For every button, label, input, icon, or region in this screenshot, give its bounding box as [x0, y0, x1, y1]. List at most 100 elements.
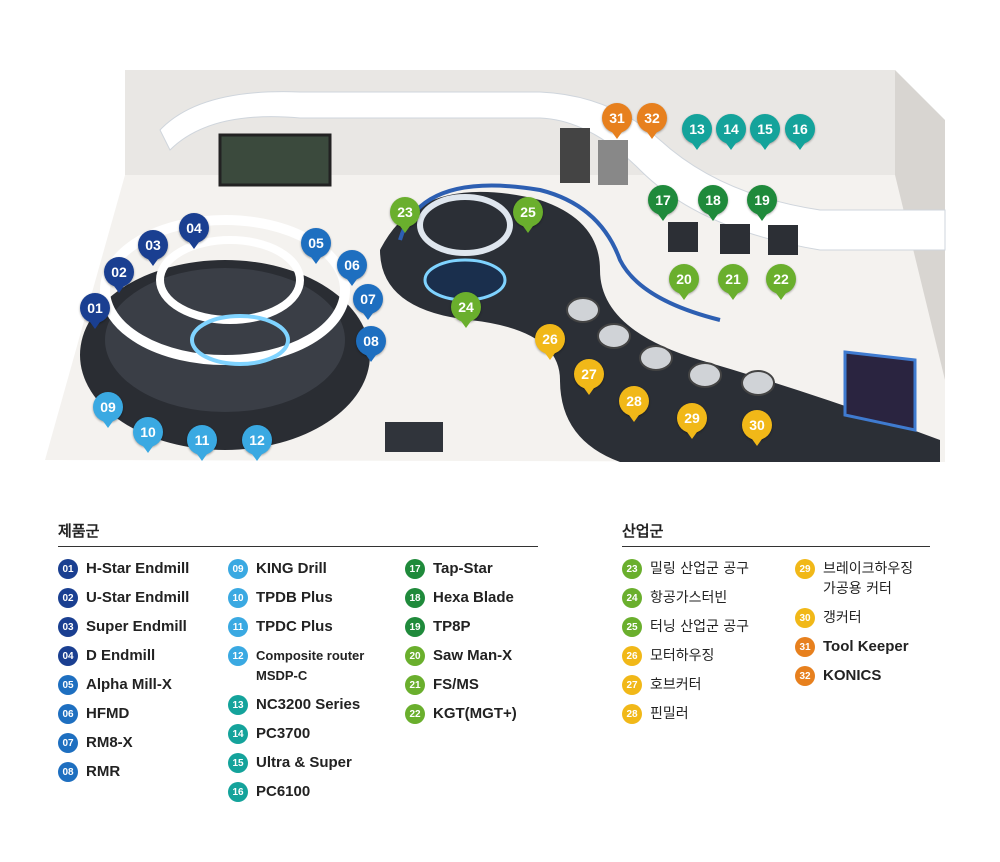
legend-label-06: HFMD	[86, 704, 129, 724]
map-pin-31[interactable]: 31	[602, 103, 632, 139]
map-pin-21[interactable]: 21	[718, 264, 748, 300]
legend-label-26: 모터하우징	[650, 646, 714, 666]
legend-label-24: 항공가스터빈	[650, 588, 727, 608]
legend-badge-23: 23	[622, 559, 642, 579]
legend-label-text: 항공가스터빈	[650, 590, 728, 606]
legend-label-19: TP8P	[433, 617, 471, 637]
legend-label-17: Tap-Star	[433, 559, 493, 579]
map-pin-05[interactable]: 05	[301, 228, 331, 264]
legend-label-text: Super Endmill	[86, 618, 187, 635]
legend-item-21: 21 FS/MS	[405, 675, 517, 695]
map-pin-01[interactable]: 01	[80, 293, 110, 329]
map-pin-30[interactable]: 30	[742, 410, 772, 446]
legend-label-03: Super Endmill	[86, 617, 187, 637]
legend-badge-18: 18	[405, 588, 425, 608]
map-pin-12[interactable]: 12	[242, 425, 272, 461]
map-pin-27[interactable]: 27	[574, 359, 604, 395]
map-pin-09[interactable]: 09	[93, 392, 123, 428]
legend-item-23: 23 밀링 산업군 공구	[622, 559, 749, 579]
legend-label-11: TPDC Plus	[256, 617, 333, 637]
legend-label-02: U-Star Endmill	[86, 588, 189, 608]
legend-item-17: 17 Tap-Star	[405, 559, 517, 579]
map-pin-10[interactable]: 10	[133, 417, 163, 453]
map-pin-07[interactable]: 07	[353, 284, 383, 320]
map-pin-16[interactable]: 16	[785, 114, 815, 150]
map-pin-26[interactable]: 26	[535, 324, 565, 360]
map-pin-02[interactable]: 02	[104, 257, 134, 293]
legend-badge-13: 13	[228, 695, 248, 715]
legend-label-text: KONICS	[823, 667, 882, 684]
legend-label-04: D Endmill	[86, 646, 155, 666]
map-pin-06[interactable]: 06	[337, 250, 367, 286]
map-pin-24[interactable]: 24	[451, 292, 481, 328]
legend-badge-10: 10	[228, 588, 248, 608]
map-pin-19[interactable]: 19	[747, 185, 777, 221]
legend-badge-09: 09	[228, 559, 248, 579]
map-pin-25[interactable]: 25	[513, 197, 543, 233]
map-pin-03[interactable]: 03	[138, 230, 168, 266]
map-pin-22[interactable]: 22	[766, 264, 796, 300]
map-pin-04[interactable]: 04	[179, 213, 209, 249]
legend-label-01: H-Star Endmill	[86, 559, 189, 579]
legend-label-25: 터닝 산업군 공구	[650, 617, 749, 637]
legend-label-text: U-Star Endmill	[86, 589, 190, 606]
legend-label-text-line2: 가공용 커터	[823, 581, 892, 597]
legend-label-text: D Endmill	[86, 647, 156, 664]
legend-label-text: 밀링 산업군 공구	[650, 561, 750, 577]
legend-label-16: PC6100	[256, 782, 310, 802]
map-pin-28[interactable]: 28	[619, 386, 649, 422]
legend-label-18: Hexa Blade	[433, 588, 514, 608]
legend-badge-29: 29	[795, 559, 815, 579]
legend-badge-25: 25	[622, 617, 642, 637]
legend-label-text: Tap-Star	[433, 560, 493, 577]
map-pin-08[interactable]: 08	[356, 326, 386, 362]
legend-badge-04: 04	[58, 646, 78, 666]
map-pin-29[interactable]: 29	[677, 403, 707, 439]
map-pin-14[interactable]: 14	[716, 114, 746, 150]
legend-label-text: KGT(MGT+)	[433, 705, 517, 722]
legend-label-32: KONICS	[823, 666, 881, 686]
map-pin-13[interactable]: 13	[682, 114, 712, 150]
legend-badge-02: 02	[58, 588, 78, 608]
legend-label-text: RM8-X	[86, 734, 133, 751]
booth-floor-plan: 01 02 03 04 05 06 07 08 09 10 11 12 13 1…	[45, 70, 946, 462]
map-pin-17[interactable]: 17	[648, 185, 678, 221]
legend-badge-05: 05	[58, 675, 78, 695]
legend-label-text: TPDB Plus	[256, 589, 333, 606]
legend-badge-08: 08	[58, 762, 78, 782]
map-pin-20[interactable]: 20	[669, 264, 699, 300]
legend-label-text: NC3200 Series	[256, 696, 361, 713]
legend-badge-21: 21	[405, 675, 425, 695]
legend-label-21: FS/MS	[433, 675, 479, 695]
legend-badge-20: 20	[405, 646, 425, 666]
legend-badge-11: 11	[228, 617, 248, 637]
legend-label-text: 모터하우징	[650, 648, 715, 664]
legend-label-15: Ultra & Super	[256, 753, 352, 773]
legend-badge-28: 28	[622, 704, 642, 724]
products-section-title: 제품군	[58, 522, 100, 540]
map-pin-15[interactable]: 15	[750, 114, 780, 150]
legend-badge-17: 17	[405, 559, 425, 579]
map-pin-32[interactable]: 32	[637, 103, 667, 139]
map-pin-23[interactable]: 23	[390, 197, 420, 233]
legend-label-28: 핀밀러	[650, 704, 689, 724]
map-pin-18[interactable]: 18	[698, 185, 728, 221]
legend-item-18: 18 Hexa Blade	[405, 588, 517, 608]
map-pin-11[interactable]: 11	[187, 425, 217, 461]
